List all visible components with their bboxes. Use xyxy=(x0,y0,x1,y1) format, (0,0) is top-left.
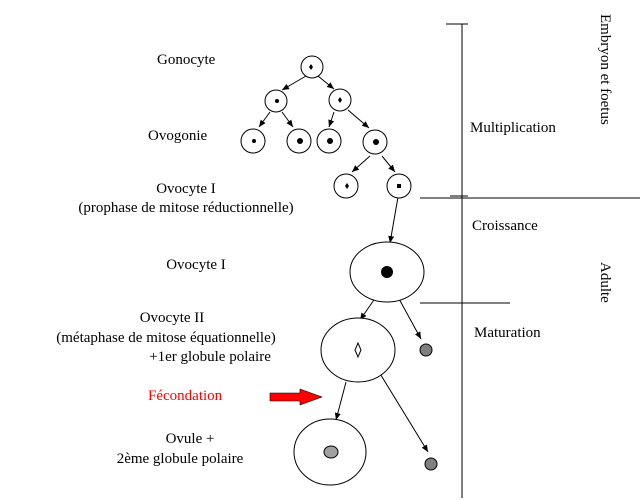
arrow-ovocyte1-right xyxy=(381,155,396,173)
phase-croissance: Croissance xyxy=(472,218,538,234)
polar-body-1 xyxy=(419,343,433,357)
arrow-ovogonie2-left xyxy=(328,111,335,128)
arrow-to-ovocyte2 xyxy=(359,296,377,321)
cells xyxy=(240,55,438,486)
ovocyte1-small-cell xyxy=(333,173,359,199)
phase-maturation: Maturation xyxy=(474,325,541,341)
ovocyte2-cell xyxy=(320,317,396,383)
arrow-ovogonie1-right xyxy=(281,111,294,128)
gonocyte-cell xyxy=(300,55,324,79)
label-ovocyte1-adult: Ovocyte I xyxy=(166,257,226,273)
arrow-ovogonie2-right xyxy=(347,109,370,129)
division-arrows xyxy=(258,75,429,453)
arrow-gonocyte-right xyxy=(317,75,335,90)
polar-body-2 xyxy=(424,457,438,471)
arrow-ovogonie1-left xyxy=(258,111,271,128)
period-embryon-foetus: Embryon et foetus xyxy=(597,14,613,125)
ovogonie-cell xyxy=(362,129,388,155)
arrow-gonocyte-left xyxy=(281,75,307,91)
arrow-to-large-ovocyte1 xyxy=(388,196,399,244)
label-ovocyte1: Ovocyte I xyxy=(156,181,216,197)
label-ovule-sub: 2ème globule polaire xyxy=(117,451,244,467)
label-fecondation: Fécondation xyxy=(148,388,223,404)
ovule-cell xyxy=(293,418,367,486)
label-ovocyte2-polar: +1er globule polaire xyxy=(149,349,271,365)
label-ovocyte2-sub: (métaphase de mitose équationnelle) xyxy=(56,330,276,346)
label-ovocyte2: Ovocyte II xyxy=(140,310,205,326)
phase-multiplication: Multiplication xyxy=(470,120,556,136)
label-ovule: Ovule + xyxy=(166,431,215,447)
ovogonie-cell xyxy=(264,89,288,113)
ovocyte1-large-cell xyxy=(349,241,425,303)
ovogonie-cell xyxy=(316,128,342,154)
ovogonie-cell xyxy=(240,128,266,154)
ovogonie-cell xyxy=(286,128,312,154)
label-ovogonie: Ovogonie xyxy=(148,128,208,144)
period-adulte: Adulte xyxy=(597,262,613,303)
timeline xyxy=(420,23,640,498)
label-ovocyte1-sub: (prophase de mitose réductionnelle) xyxy=(78,200,293,216)
arrow-to-polar-body1 xyxy=(397,296,422,340)
ovocyte1-small-cell xyxy=(386,173,412,199)
fecondation-arrow xyxy=(269,388,323,406)
arrow-to-ovule xyxy=(334,381,347,421)
arrow-ovocyte1-left xyxy=(351,155,371,173)
label-gonocyte: Gonocyte xyxy=(157,52,216,68)
ovogonie-cell xyxy=(328,88,352,112)
